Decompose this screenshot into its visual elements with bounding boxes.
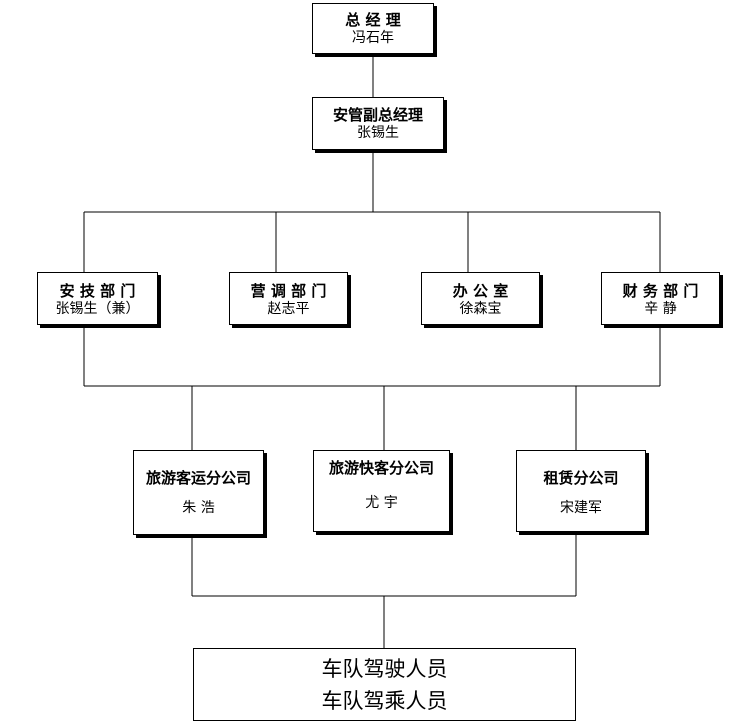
vp-name: 张锡生 <box>357 125 399 141</box>
staff-box: 车队驾驶人员 车队驾乘人员 <box>193 648 576 721</box>
subsidiary-box-tour-express: 旅游快客分公司 尤 宇 <box>313 450 450 532</box>
ceo-box: 总 经 理 冯石年 <box>312 3 434 54</box>
dept-box-finance: 财 务 部 门 辛 静 <box>601 272 720 325</box>
subsidiary-box-leasing: 租赁分公司 宋建军 <box>516 450 646 532</box>
subsidiary-name: 朱 浩 <box>182 500 215 516</box>
dept-box-office: 办 公 室 徐森宝 <box>421 272 540 325</box>
dept-title: 财 务 部 门 <box>622 282 699 300</box>
dept-title: 办 公 室 <box>452 282 509 300</box>
staff-line-2: 车队驾乘人员 <box>321 689 448 713</box>
dept-name: 张锡生（兼） <box>55 301 140 317</box>
dept-name: 辛 静 <box>644 301 677 317</box>
dept-box-safety: 安 技 部 门 张锡生（兼） <box>37 272 158 325</box>
dept-name: 徐森宝 <box>459 301 502 317</box>
ceo-name: 冯石年 <box>352 30 394 46</box>
subsidiary-box-tour-coach: 旅游客运分公司 朱 浩 <box>133 450 264 535</box>
subsidiary-title: 旅游客运分公司 <box>145 469 251 487</box>
dept-box-operations: 营 调 部 门 赵志平 <box>229 272 348 325</box>
dept-name: 赵志平 <box>267 301 310 317</box>
subsidiary-title: 租赁分公司 <box>543 469 619 487</box>
ceo-title: 总 经 理 <box>345 11 401 29</box>
dept-title: 安 技 部 门 <box>59 282 136 300</box>
subsidiary-name: 宋建军 <box>560 500 602 516</box>
subsidiary-title: 旅游快客分公司 <box>328 459 434 477</box>
dept-title: 营 调 部 门 <box>250 282 327 300</box>
vp-box: 安管副总经理 张锡生 <box>312 97 444 150</box>
staff-line-1: 车队驾驶人员 <box>321 657 448 681</box>
subsidiary-name: 尤 宇 <box>365 495 398 511</box>
vp-title: 安管副总经理 <box>332 106 423 124</box>
